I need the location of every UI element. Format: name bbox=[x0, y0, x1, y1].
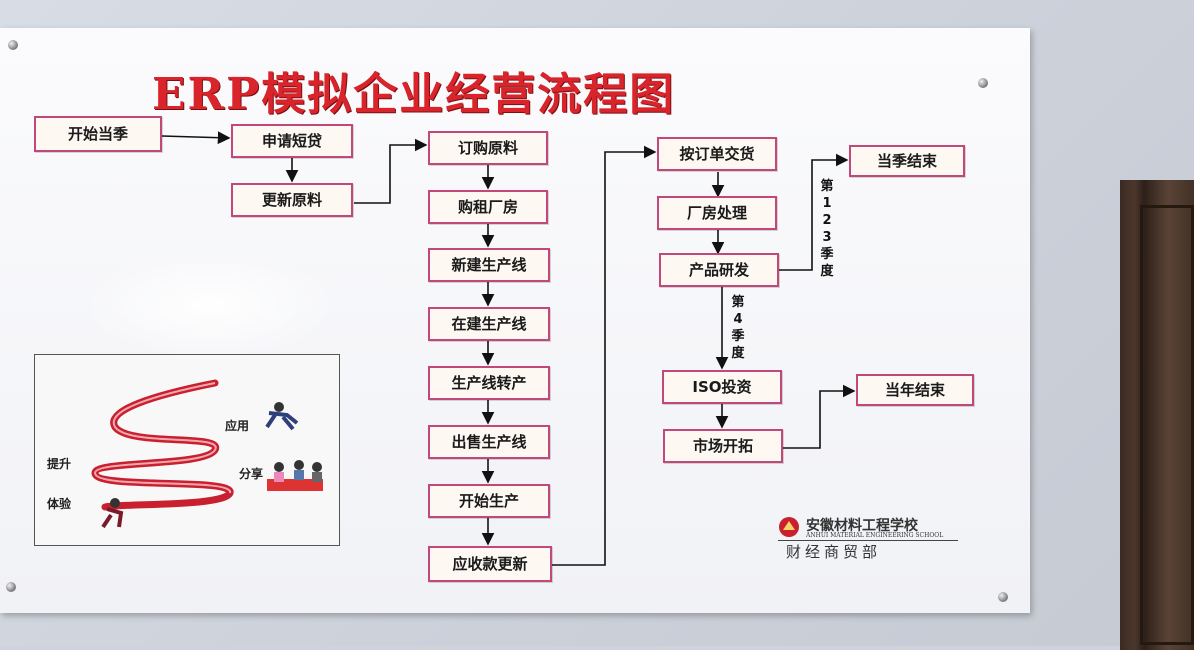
step-new-production-line: 新建生产线 bbox=[428, 248, 550, 282]
step-update-materials: 更新原料 bbox=[231, 183, 353, 217]
branch-label-q4: 第4季度 bbox=[731, 295, 745, 361]
step-deliver-orders: 按订单交货 bbox=[657, 137, 777, 171]
illustration-label-share: 分享 bbox=[239, 467, 264, 481]
end-quarter: 当季结束 bbox=[849, 145, 965, 177]
step-order-materials: 订购原料 bbox=[428, 131, 548, 165]
step-lease-factory: 购租厂房 bbox=[428, 190, 548, 224]
running-figure-icon bbox=[265, 402, 299, 431]
illustration-label-experience: 体验 bbox=[47, 497, 72, 511]
department-name: 财经商贸部 bbox=[786, 543, 882, 561]
end-year: 当年结束 bbox=[856, 374, 974, 406]
step-product-rd: 产品研发 bbox=[659, 253, 779, 287]
screw-icon bbox=[998, 592, 1008, 602]
door-frame bbox=[1120, 180, 1194, 650]
screw-icon bbox=[8, 40, 18, 50]
school-name: 安徽材料工程学校 bbox=[806, 518, 918, 534]
crouching-figure-icon bbox=[101, 498, 124, 529]
screw-icon bbox=[6, 582, 16, 592]
branch-label-q123: 第1 2 3季度 bbox=[820, 179, 837, 279]
school-logo-icon bbox=[779, 517, 799, 537]
screw-icon bbox=[978, 78, 988, 88]
step-line-under-construction: 在建生产线 bbox=[428, 307, 550, 341]
illustration-panel: 应用 分享 提升 体验 bbox=[34, 354, 340, 546]
step-start-quarter: 开始当季 bbox=[34, 116, 162, 152]
illustration-label-improve: 提升 bbox=[47, 457, 72, 471]
illustration-label-apply: 应用 bbox=[225, 419, 250, 433]
school-subtitle: ANHUI MATERIAL ENGINEERING SCHOOL bbox=[806, 532, 944, 539]
poster-title: ERP模拟企业经营流程图 bbox=[152, 69, 676, 120]
spiral-illustration bbox=[91, 379, 323, 529]
logo-divider bbox=[778, 540, 958, 541]
step-apply-short-loan: 申请短贷 bbox=[231, 124, 353, 158]
step-line-conversion: 生产线转产 bbox=[428, 366, 550, 400]
step-receivables-update: 应收款更新 bbox=[428, 546, 552, 582]
step-market-development: 市场开拓 bbox=[663, 429, 783, 463]
light-glare bbox=[80, 250, 340, 360]
step-start-production: 开始生产 bbox=[428, 484, 550, 518]
step-iso-investment: ISO投资 bbox=[662, 370, 782, 404]
step-factory-handling: 厂房处理 bbox=[657, 196, 777, 230]
meeting-group-icon bbox=[267, 460, 323, 491]
step-sell-production-line: 出售生产线 bbox=[428, 425, 550, 459]
door-panel bbox=[1140, 205, 1194, 645]
